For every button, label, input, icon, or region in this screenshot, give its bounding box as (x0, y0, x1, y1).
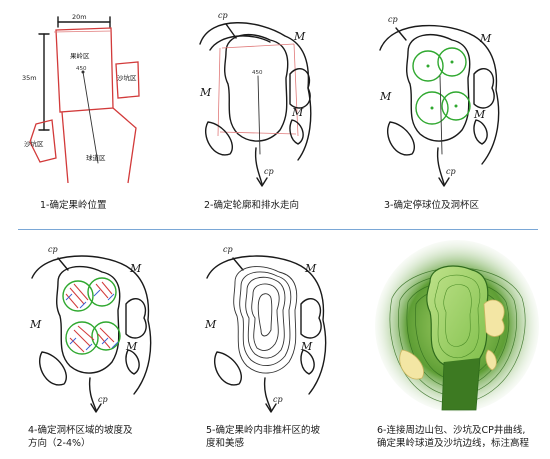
caption-4-line1: 4-确定洞杯区域的坡度及 (28, 425, 133, 436)
green-contour-outline (224, 33, 289, 142)
green-elevation: 450 (252, 70, 263, 76)
cup-slope-sketch: cp cp M M M (29, 245, 152, 413)
contour-ticks (65, 289, 119, 351)
panel-3: cp cp M M M (370, 4, 535, 194)
panel-5: cp cp M M M (195, 238, 355, 418)
m-label-right: M (479, 32, 492, 45)
fairway-label: 球道区 (86, 153, 106, 162)
green-contours (434, 274, 481, 359)
m-label-right: M (293, 30, 306, 43)
green-area-label: 果岭区 (70, 51, 90, 60)
caption-5: 5-确定果岭内非推杆区的坡 度和美感 (206, 424, 320, 450)
cup-zone-1 (412, 50, 444, 82)
caption-5-line2: 度和美感 (206, 438, 245, 449)
panel-4: cp cp M M M (18, 238, 178, 418)
cp-top-label: cp (388, 15, 398, 24)
m-label-bottom: M (473, 108, 486, 121)
landing-zones-sketch: cp cp M M M (379, 15, 500, 187)
fairway-edge-right (112, 107, 137, 184)
bunker-right-outline (115, 61, 140, 99)
m-label-left: M (29, 318, 42, 331)
centerline (82, 71, 99, 164)
cp-top-label: cp (218, 11, 228, 20)
fairway-strip (441, 357, 481, 411)
green-elevation: 450 (76, 66, 87, 72)
caption-6: 6-连接周边山包、沙坑及CP井曲线, 确定果岭球道及沙坑边线，标注高程 (377, 424, 529, 450)
cp-top-label: cp (48, 245, 58, 254)
cp-bottom-label: cp (98, 395, 108, 404)
drainage-arrow (254, 147, 263, 185)
green-position-sketch: 20m 35m 果岭区 450 沙坑区 沙坑区 球道区 (22, 13, 140, 184)
cup-zone-3 (415, 91, 449, 125)
fairway-edge-left (61, 111, 69, 184)
width-dimension-label: 20m (72, 13, 87, 21)
m-label-bottom: M (291, 106, 304, 119)
bunker-small (485, 349, 497, 371)
caption-1: 1-确定果岭位置 (40, 200, 107, 211)
bunker-right (483, 299, 505, 337)
contour-drainage-sketch: cp 450 cp M M M (199, 11, 312, 187)
cp-bottom-label: cp (264, 167, 274, 176)
slope-arrows (65, 281, 115, 353)
m-label-bottom: M (125, 340, 138, 353)
caption-6-line2: 确定果岭球道及沙坑边线，标注高程 (377, 438, 530, 449)
interior-contours (233, 266, 298, 374)
cup-zone-4 (441, 91, 471, 121)
m-label-left: M (379, 90, 392, 103)
m-label-left: M (204, 318, 217, 331)
caption-6-line1: 6-连接周边山包、沙坑及CP井曲线, (377, 425, 526, 436)
bunker-right-label: 沙坑区 (117, 73, 137, 82)
bunker-left-outline (29, 119, 57, 163)
m-label-left: M (199, 86, 212, 99)
caption-5-line1: 5-确定果岭内非推杆区的坡 (206, 425, 320, 436)
caption-4: 4-确定洞杯区域的坡度及 方向（2-4%） (28, 424, 132, 450)
non-putting-slope-sketch: cp cp M M M (204, 245, 327, 413)
panel-6 (372, 238, 542, 418)
caption-4-line2: 方向（2-4%） (28, 438, 91, 449)
bunker-left-label: 沙坑区 (24, 139, 44, 148)
panel-2: cp 450 cp M M M (190, 4, 340, 194)
bunker-left (399, 349, 424, 380)
final-rendered-plan (375, 240, 539, 412)
left-mound (205, 121, 233, 156)
caption-2: 2-确定轮廓和排水走向 (204, 200, 299, 211)
m-label-right: M (129, 262, 142, 275)
cp-top-label: cp (223, 245, 233, 254)
panel-1: 20m 35m 果岭区 450 沙坑区 沙坑区 球道区 (20, 8, 170, 193)
height-dimension-label: 35m (22, 74, 37, 82)
row-divider (18, 229, 538, 230)
right-mound (289, 68, 311, 109)
m-label-right: M (304, 262, 317, 275)
cp-bottom-label: cp (446, 167, 456, 176)
cup-zone-2 (437, 47, 467, 77)
caption-3: 3-确定停球位及洞杯区 (384, 200, 479, 211)
cp-bottom-label: cp (273, 395, 283, 404)
m-label-bottom: M (300, 340, 313, 353)
